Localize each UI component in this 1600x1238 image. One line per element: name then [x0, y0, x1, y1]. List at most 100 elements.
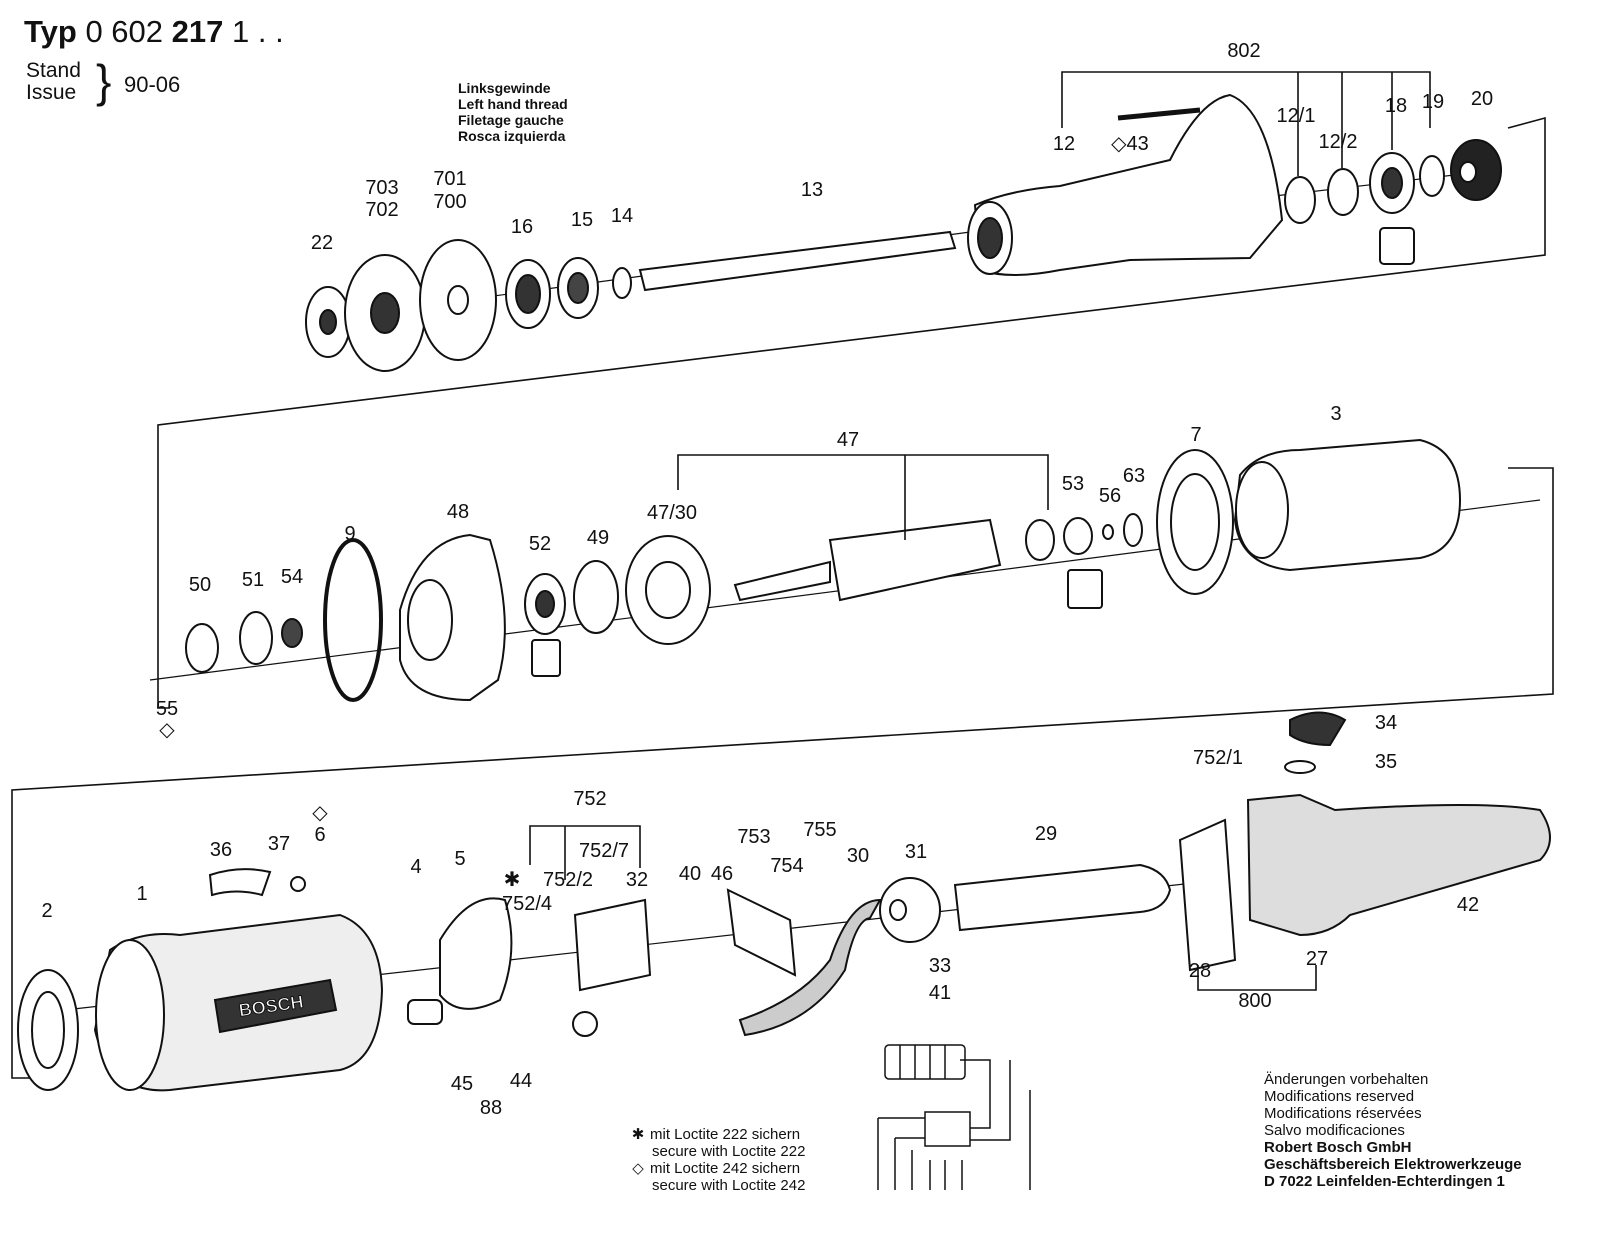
press-tool-icon	[1379, 227, 1415, 265]
label-50: 50	[189, 574, 211, 596]
stator-3	[1233, 438, 1462, 572]
label-752-1: 752/1	[1193, 747, 1243, 769]
armature-47	[828, 518, 1002, 602]
label-30: 30	[847, 845, 869, 867]
washer-12-1	[1284, 176, 1316, 224]
label-31: 31	[905, 841, 927, 863]
label-63: 63	[1123, 465, 1145, 487]
brace-glyph: }	[96, 55, 112, 107]
label-752-7: 752/7	[579, 840, 629, 862]
gear-housing-12	[973, 93, 1284, 276]
stand-date: 90-06	[124, 72, 181, 97]
knob-34	[1289, 711, 1347, 747]
clamp-4	[407, 999, 443, 1025]
thread-note-fr: Filetage gauche	[458, 112, 564, 128]
washer-51	[239, 611, 273, 665]
label-42: 42	[1457, 894, 1479, 916]
label-802: 802	[1227, 40, 1260, 62]
part-number-labels: 802 12 ◇43 12/1 12/2 18 19 20 13 14 15 1…	[41, 40, 1493, 1119]
thread-note-en: Left hand thread	[458, 96, 568, 112]
label-12: 12	[1053, 133, 1075, 155]
label-35: 35	[1375, 751, 1397, 773]
label-3: 3	[1330, 403, 1341, 425]
row2-parts	[149, 438, 1541, 702]
label-37: 37	[268, 833, 290, 855]
cover-5	[439, 897, 513, 1010]
label-20: 20	[1471, 88, 1493, 110]
armature-shaft	[733, 560, 831, 602]
switch-752	[573, 898, 652, 992]
loctite-legend: ✱mit Loctite 222 sichern secure with Loc…	[630, 1126, 806, 1194]
label-22: 22	[311, 232, 333, 254]
label-52: 52	[529, 533, 551, 555]
ring-14	[612, 267, 632, 299]
label-49: 49	[587, 527, 609, 549]
label-34: 34	[1375, 712, 1397, 734]
issue-label: Issue	[26, 81, 77, 104]
company-name: Robert Bosch GmbH	[1264, 1139, 1412, 1156]
bearing-53a	[1025, 519, 1055, 561]
label-14: 14	[611, 205, 633, 227]
handle-800	[1246, 793, 1551, 937]
label-702: 702	[365, 199, 398, 221]
label-55: 55	[156, 698, 178, 720]
press-tool-icon-3	[1067, 569, 1103, 609]
mods-line-es: Salvo modificaciones	[1264, 1122, 1405, 1139]
label-6: 6	[314, 824, 325, 846]
diamond-icon: ◇	[632, 1160, 644, 1177]
ring-54	[281, 618, 303, 648]
label-43: ◇43	[1111, 133, 1149, 155]
label-12-2: 12/2	[1319, 131, 1358, 153]
label-9: 9	[344, 523, 355, 545]
o-ring-9	[323, 538, 383, 702]
stand-label: Stand	[26, 59, 81, 82]
label-36: 36	[210, 839, 232, 861]
label-800: 800	[1238, 990, 1271, 1012]
label-55-diamond: ◇	[159, 719, 175, 741]
washer-12-2	[1327, 168, 1359, 216]
thread-note-es: Rosca izquierda	[458, 128, 566, 144]
ring-63	[1123, 513, 1143, 547]
bearing-49	[573, 560, 619, 634]
label-15: 15	[571, 209, 593, 231]
label-48: 48	[447, 501, 469, 523]
mods-line-fr: Modifications réservées	[1264, 1105, 1422, 1122]
bearing-53	[1063, 517, 1093, 555]
company-division: Geschäftsbereich Elektrowerkzeuge	[1264, 1156, 1522, 1173]
label-19: 19	[1422, 91, 1444, 113]
plate-753	[726, 888, 797, 977]
label-701: 701	[433, 168, 466, 190]
screw-6	[290, 876, 306, 892]
label-4: 4	[410, 856, 421, 878]
label-13: 13	[801, 179, 823, 201]
row1-parts	[305, 93, 1502, 372]
leader-lines	[529, 71, 1431, 991]
label-16: 16	[511, 216, 533, 238]
sleeve-31	[879, 877, 941, 943]
label-46: 46	[711, 863, 733, 885]
ring-19	[1419, 155, 1445, 197]
label-755: 755	[803, 819, 836, 841]
cable-30	[738, 898, 882, 1037]
stand-issue-labels: Stand Issue	[26, 60, 81, 104]
press-tool-icon-2	[531, 639, 561, 677]
company-address: D 7022 Leinfelden-Echterdingen 1	[1264, 1173, 1505, 1190]
label-12-1: 12/1	[1277, 105, 1316, 127]
legend-diamond-line1: mit Loctite 242 sichern	[650, 1160, 801, 1177]
cable-guard-29	[953, 863, 1172, 932]
row3-parts	[17, 711, 1551, 1092]
label-2: 2	[41, 900, 52, 922]
label-54: 54	[281, 566, 303, 588]
label-47: 47	[837, 429, 859, 451]
label-41: 41	[929, 982, 951, 1004]
legend-diamond-line2: secure with Loctite 242	[652, 1177, 806, 1194]
modifications-note: Änderungen vorbehalten Modifications res…	[1264, 1071, 1522, 1190]
left-hand-thread-note: Linksgewinde Left hand thread Filetage g…	[458, 80, 568, 144]
label-33: 33	[929, 955, 951, 977]
star-icon: ✱	[631, 1126, 645, 1143]
wiring-diagram	[877, 1044, 1031, 1190]
label-703: 703	[365, 177, 398, 199]
label-752-4: 752/4	[502, 893, 552, 915]
type-number: Typ 0 602 217 1 . .	[24, 14, 284, 49]
label-754: 754	[770, 855, 803, 877]
